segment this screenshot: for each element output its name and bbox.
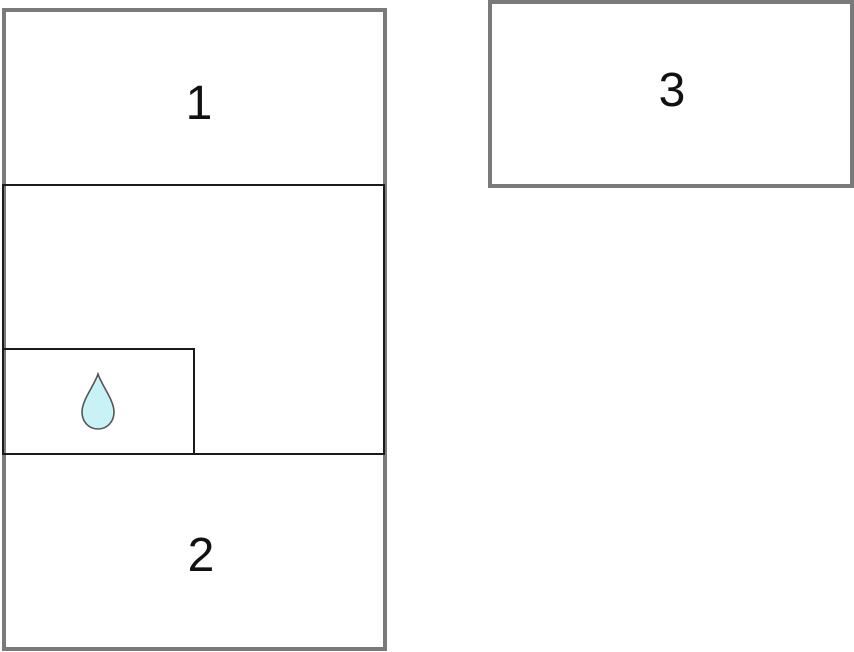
right-box — [488, 0, 854, 188]
region-3-label: 3 — [658, 64, 686, 117]
inner-box — [2, 348, 195, 455]
region-2-label: 2 — [187, 529, 215, 582]
region-1-label: 1 — [185, 77, 213, 130]
left-container — [2, 8, 387, 651]
water-drop-icon — [81, 372, 115, 430]
